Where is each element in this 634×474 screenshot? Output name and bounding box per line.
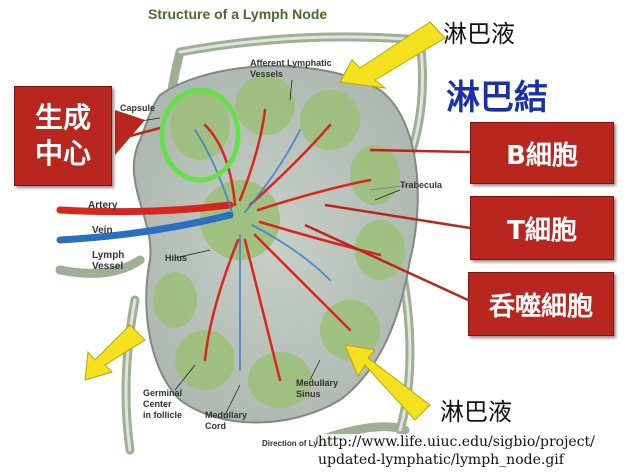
blood-vessels [56,108,382,382]
label-germinal-center: Germinal Center in follicle [143,388,183,420]
label-medullary-sinus: Medullary Sinus [296,378,339,399]
yellow-arrows [84,21,446,421]
source-url-line-2: updated-lymphatic/lymph_node.gif [318,452,564,468]
red-pointer-arrow [115,110,145,155]
label-hilus: Hilus [165,253,188,263]
diagram-title: Structure of a Lymph Node [148,6,328,22]
t-cell-box: T細胞 [470,196,614,260]
label-trabecula: Trabecula [400,180,443,190]
macrophage-box: 呑噬細胞 [468,272,614,336]
germinal-center-highlight [159,87,241,183]
label-direction-of-lymph: Direction of Lymph [262,439,335,448]
label-afferent: Afferent Lymphatic Vessels [250,58,332,79]
b-cell-box: B細胞 [470,122,614,184]
label-medullary-cord: Medullary Cord [205,410,248,431]
source-url-line-1: http://www.life.uiuc.edu/sigbio/project/ [318,434,595,450]
label-lymph-vessel: Lymph Vessel [92,250,125,272]
label-artery: Artery [88,200,118,211]
germinal-center-box: 生成 中心 [14,86,112,186]
label-vein: Vein [92,225,113,236]
lymph-fluid-label-top: 淋巴液 [443,20,515,48]
label-capsule: Capsule [120,103,156,113]
lymph-node-title: 淋巴結 [446,78,548,118]
lymph-fluid-label-bottom: 淋巴液 [440,398,512,426]
